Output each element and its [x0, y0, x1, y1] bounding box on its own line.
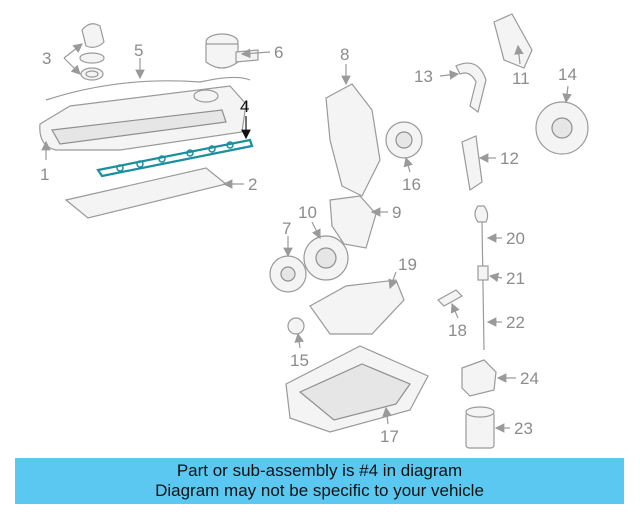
upper-cover-part — [493, 13, 533, 69]
leader-13 — [439, 70, 460, 80]
dipstick-assembly-part — [474, 205, 489, 351]
leader-19 — [388, 271, 398, 290]
leader-14 — [562, 85, 572, 104]
callout-3: 3 — [42, 49, 51, 68]
valve-cover-gasket-highlighted — [96, 138, 254, 178]
callout-19: 19 — [398, 255, 417, 274]
callout-24: 24 — [520, 369, 539, 388]
callout-4: 4 — [240, 97, 249, 116]
callout-1: 1 — [40, 165, 49, 184]
callout-6: 6 — [274, 43, 283, 62]
timing-belt-part — [455, 62, 487, 114]
breather-hose-part — [45, 76, 251, 101]
callout-17: 17 — [380, 427, 399, 446]
leader-3b — [63, 57, 81, 75]
callout-11: 11 — [512, 69, 530, 88]
callout-15: 15 — [290, 351, 309, 370]
callout-12: 12 — [500, 149, 519, 168]
callout-5: 5 — [134, 41, 143, 60]
parts-diagram: 1 2 3 4 5 6 7 8 9 10 11 12 13 14 15 16 1… — [39, 13, 589, 449]
callout-2: 2 — [248, 175, 257, 194]
leader-3 — [63, 43, 83, 59]
leader-17 — [382, 406, 392, 425]
gasket-lower-part — [64, 167, 228, 219]
leader-21 — [488, 272, 503, 283]
oil-pan-part — [285, 345, 429, 433]
callout-8: 8 — [340, 45, 349, 64]
sensor-part — [437, 289, 463, 307]
oil-pump-part — [309, 279, 405, 335]
callout-9: 9 — [392, 203, 401, 222]
callout-23: 23 — [514, 419, 533, 438]
tensioner-bracket-part — [461, 135, 483, 192]
front-seal-housing-part — [303, 235, 349, 281]
callout-7: 7 — [282, 219, 291, 238]
banner-disclaimer-line: Diagram may not be specific to your vehi… — [155, 481, 484, 500]
sprocket-part — [287, 317, 305, 335]
oil-filler-cap-part — [79, 23, 105, 81]
camshaft-gear-part — [535, 101, 589, 155]
leader-6 — [240, 48, 271, 59]
callout-13: 13 — [414, 67, 433, 86]
oil-filter-part — [465, 406, 495, 449]
breather-valve-part — [205, 33, 259, 69]
callout-21: 21 — [506, 269, 525, 288]
tensioner-pulley-part — [385, 121, 423, 159]
valve-cover-part — [39, 85, 247, 151]
leader-18 — [450, 302, 460, 319]
callout-10: 10 — [298, 203, 317, 222]
leader-16 — [403, 156, 413, 173]
leader-11 — [514, 44, 524, 65]
callout-14: 14 — [558, 65, 577, 84]
leader-10 — [311, 221, 321, 240]
oil-filter-housing-part — [461, 359, 497, 397]
callout-22: 22 — [506, 313, 525, 332]
crank-pulley-part — [269, 255, 307, 293]
rear-cover-part — [329, 195, 377, 249]
timing-belt-cover-part — [325, 83, 381, 197]
callout-20: 20 — [506, 229, 525, 248]
leader-15 — [294, 332, 304, 349]
banner-part-line: Part or sub-assembly is #4 in diagram — [176, 461, 463, 480]
callout-16: 16 — [402, 175, 421, 194]
callout-18: 18 — [448, 321, 467, 340]
info-banner: Part or sub-assembly is #4 in diagram Di… — [15, 458, 624, 504]
